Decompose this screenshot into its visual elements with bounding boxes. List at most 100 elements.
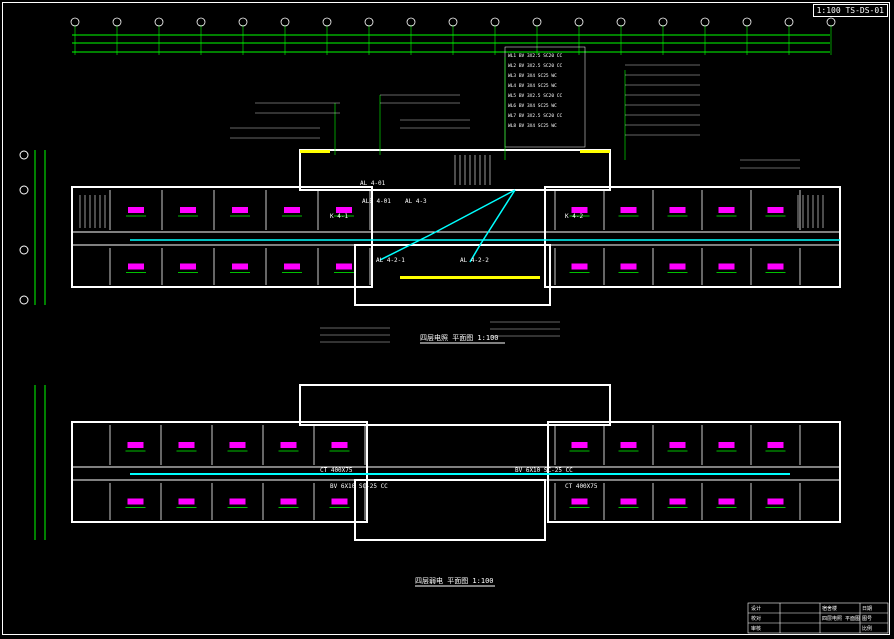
axis-bubble	[616, 17, 626, 27]
label-ct-left: CT 400X75	[320, 467, 353, 474]
axis-bubble	[406, 17, 416, 27]
axis-bubble	[280, 17, 290, 27]
fixture-mark	[180, 263, 196, 270]
fixture-mark	[669, 263, 686, 270]
fixture-mark	[331, 442, 348, 448]
schedule-line-3: WL3 BV 3X4 SC25 WC	[508, 73, 557, 79]
axis-bubble	[532, 17, 542, 27]
fixture-mark	[336, 263, 352, 270]
axis-bubble	[70, 17, 80, 27]
label-bv-right: BV 6X10 SC-25 CC	[515, 467, 573, 474]
grid-axis-top	[72, 34, 830, 53]
fixture-mark	[178, 442, 195, 448]
room-partitions-bottom	[109, 425, 801, 520]
fixture-mark	[284, 263, 300, 270]
titleblock-project: 宿舍楼	[822, 605, 837, 612]
fixture-mark	[128, 263, 144, 270]
axis-bubble	[700, 17, 710, 27]
label-k42: K 4-2	[565, 213, 583, 220]
fixture-mark	[128, 207, 144, 213]
axis-bubble	[154, 17, 164, 27]
fixture-mark	[284, 207, 300, 213]
titleblock-field-design: 设计	[751, 605, 761, 612]
fixture-mark	[280, 442, 297, 448]
titleblock-field-scale: 比例	[862, 625, 872, 632]
fixture-mark	[620, 207, 637, 213]
fixture-mark	[718, 442, 735, 448]
fixture-mark	[232, 207, 248, 213]
floor-plan-bottom: CT 400X75 BV 6X10 SC-25 CC BV 6X10 SC-25…	[71, 384, 841, 587]
title-block	[747, 602, 889, 634]
room-partitions-top	[109, 190, 801, 285]
schedule-line-4: WL4 BV 3X4 SC25 WC	[508, 83, 557, 89]
fixture-mark	[767, 263, 784, 270]
label-al421: AL 4-2-1	[376, 257, 405, 264]
drawing-number-tag: 1:100 TS-DS-01	[812, 4, 888, 17]
fixture-mark	[571, 207, 588, 213]
titleblock-field-date: 日期	[862, 606, 872, 612]
floor-plan-top: AL 4-01 ALE 4-01 AL 4-3 AL 4-2-1 AL 4-2-…	[71, 149, 841, 344]
schedule-line-5: WL5 BV 3X2.5 SC20 CC	[508, 93, 562, 99]
axis-bubble	[196, 17, 206, 27]
axis-bubble	[322, 17, 332, 27]
fixture-mark	[571, 263, 588, 270]
axis-bubble	[364, 17, 374, 27]
axis-bubble	[238, 17, 248, 27]
fixture-mark	[178, 498, 195, 505]
label-al422: AL 4-2-2	[460, 257, 489, 264]
titleblock-field-number: 图号	[862, 616, 872, 622]
plan-title-bottom: 四层弱电 平面图 1:100	[415, 576, 494, 585]
fixture-mark	[718, 498, 735, 505]
axis-bubble	[742, 17, 752, 27]
fixture-mark	[620, 263, 637, 270]
fixture-mark	[767, 442, 784, 448]
axis-bubble	[574, 17, 584, 27]
axis-bubble	[784, 17, 794, 27]
circuit-schedule: WL1 BV 3X2.5 SC20 CC WL2 BV 3X2.5 SC20 C…	[230, 46, 800, 343]
plan-title-top: 四层电照 平面图 1:100	[420, 333, 499, 342]
fixture-mark	[180, 207, 196, 213]
schedule-line-7: WL7 BV 3X2.5 SC20 CC	[508, 113, 562, 119]
schedule-line-2: WL2 BV 3X2.5 SC20 CC	[508, 63, 562, 69]
titleblock-field-review: 审核	[751, 625, 761, 632]
fixture-mark	[669, 442, 686, 448]
fixture-mark	[229, 498, 246, 505]
fixture-mark	[331, 498, 348, 505]
grid-axis-left	[34, 150, 46, 540]
fixture-mark	[767, 498, 784, 505]
axis-bubble	[448, 17, 458, 27]
fixture-mark	[232, 263, 248, 270]
fixture-mark	[620, 498, 637, 505]
schedule-line-6: WL6 BV 3X4 SC25 WC	[508, 103, 557, 109]
label-ct-right: CT 400X75	[565, 483, 598, 490]
axis-bubble	[112, 17, 122, 27]
fixture-mark	[620, 442, 637, 448]
label-al401: AL 4-01	[360, 180, 386, 187]
schedule-line-1: WL1 BV 3X2.5 SC20 CC	[508, 53, 562, 59]
label-al43: AL 4-3	[405, 198, 427, 205]
titleblock-drawing-name: 四层电照 平面图	[822, 615, 860, 622]
label-k41: K 4-1	[330, 213, 348, 220]
grid-bubbles-left	[19, 150, 29, 305]
fixture-mark	[571, 442, 588, 448]
grid-axis-ticks	[70, 17, 836, 55]
fixture-mark	[767, 207, 784, 213]
fixture-mark	[280, 498, 297, 505]
fixture-mark	[229, 442, 246, 448]
axis-bubble	[658, 17, 668, 27]
fixture-mark	[127, 442, 144, 448]
axis-bubble	[490, 17, 500, 27]
label-bv-left: BV 6X10 SC-25 CC	[330, 483, 388, 490]
fixture-mark	[336, 207, 352, 213]
fixture-mark	[669, 207, 686, 213]
fixture-mark	[718, 207, 735, 213]
axis-bubble	[826, 17, 836, 27]
fixture-mark	[127, 498, 144, 505]
schedule-line-8: WL8 BV 3X4 SC25 WC	[508, 123, 557, 129]
fixture-mark	[718, 263, 735, 270]
fixture-mark	[571, 498, 588, 505]
label-ale401: ALE 4-01	[362, 198, 391, 205]
fixture-mark	[669, 498, 686, 505]
